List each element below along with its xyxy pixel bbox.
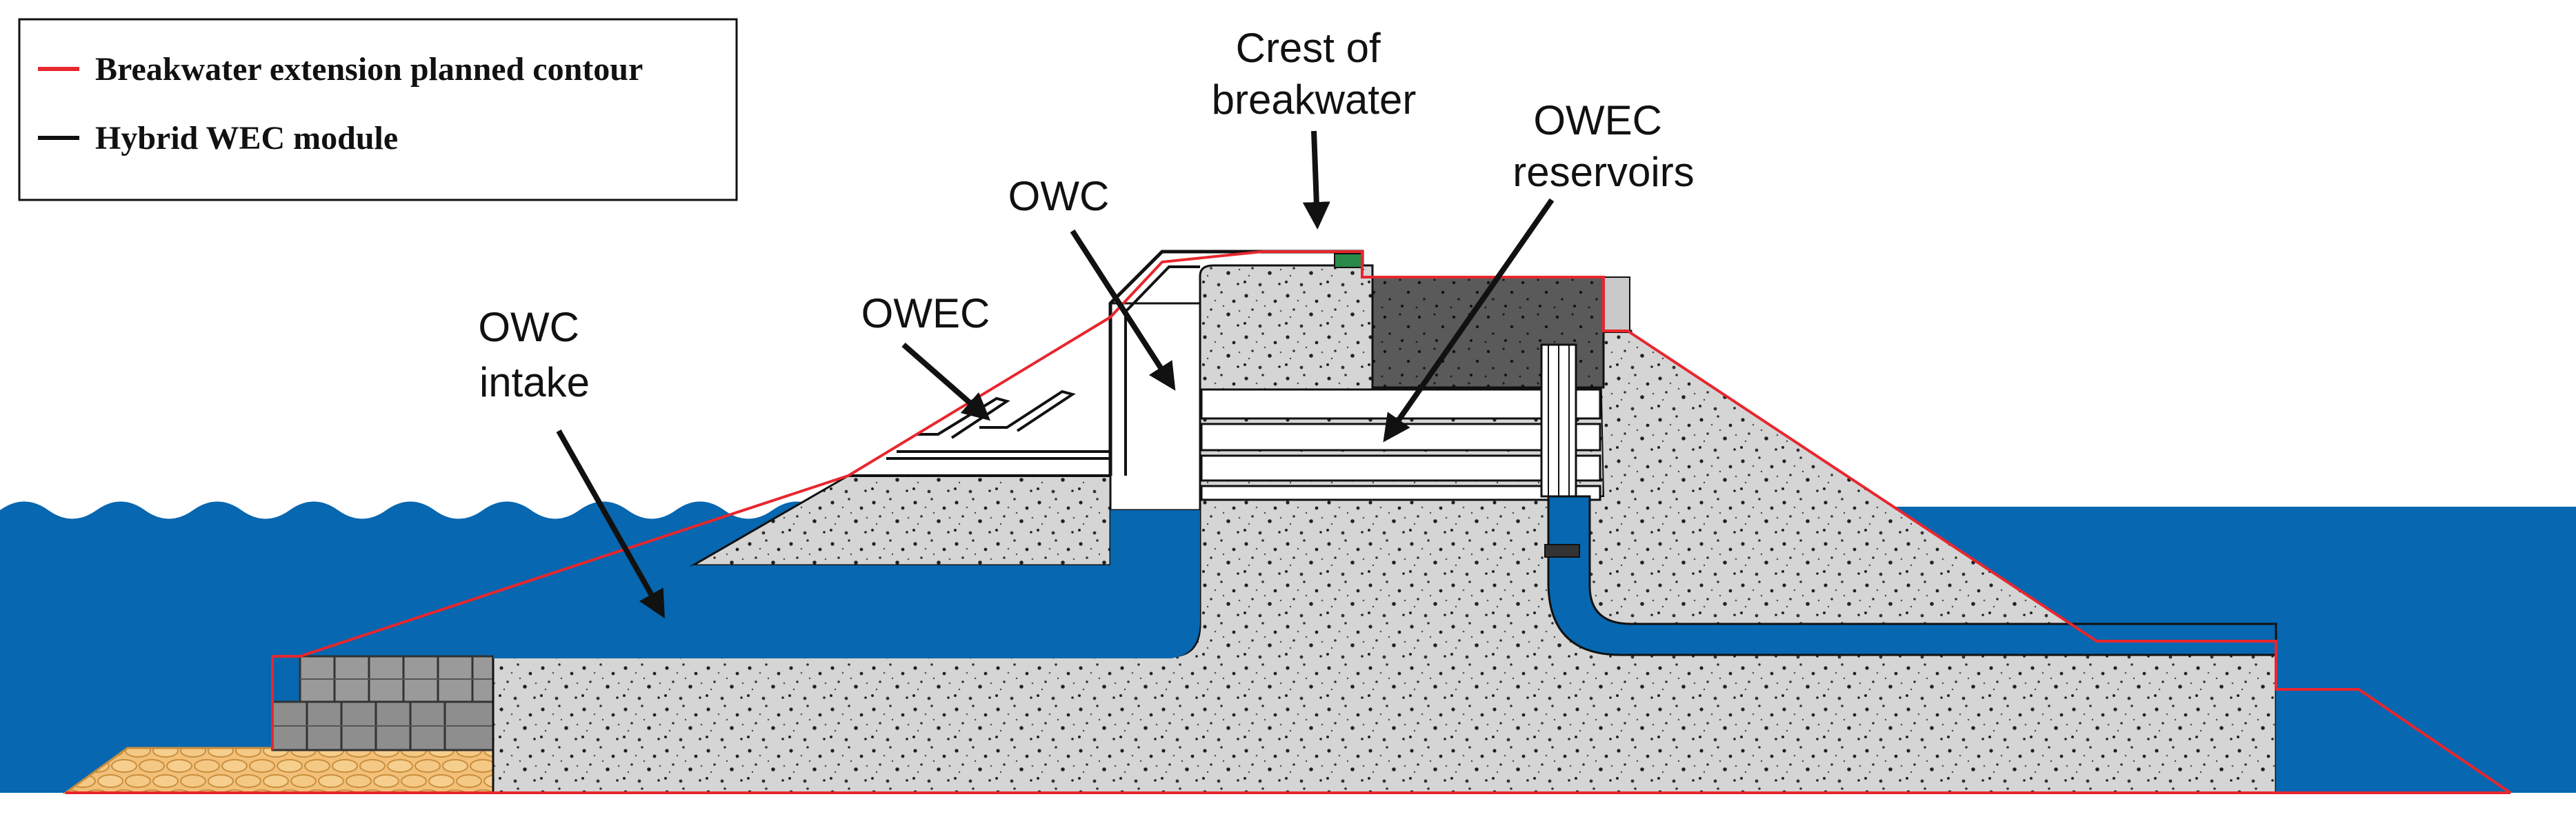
label-owec-reservoirs: OWEC reservoirs: [1512, 97, 1694, 195]
crest-inner: [1124, 265, 1200, 476]
label-owec-reservoirs-line1: OWEC: [1533, 97, 1662, 143]
label-owc: OWC: [1008, 173, 1110, 219]
armour-blocks: [271, 655, 495, 751]
label-crest: Crest of breakwater: [1212, 25, 1417, 123]
owc-riser-water: [1110, 510, 1200, 658]
turbine: [1544, 544, 1580, 558]
owec-reservoirs: [1200, 343, 1601, 501]
label-owc-line1: OWC: [1008, 173, 1110, 219]
owc-chamber-water: [493, 510, 1190, 658]
owec-ramps: [848, 390, 1112, 477]
label-owc-intake-line2: intake: [479, 359, 590, 405]
harbour-water: [2276, 689, 2510, 793]
legend-box: [18, 18, 738, 201]
legend-label-module: Hybrid WEC module: [95, 120, 398, 156]
arrow-owec: [901, 342, 991, 421]
label-owc-intake-line1: OWC: [478, 304, 579, 350]
rear-outlet-water: [1547, 495, 2277, 656]
arrow-owc: [1070, 229, 1176, 391]
pointer-arrows: [556, 130, 1555, 618]
legend-label-contour: Breakwater extension planned contour: [95, 51, 643, 88]
label-owec: OWEC: [861, 290, 990, 336]
label-crest-line2: breakwater: [1212, 77, 1417, 123]
label-owec-reservoirs-line2: reservoirs: [1512, 149, 1694, 195]
arrow-crest: [1302, 130, 1330, 230]
arrow-owec-reservoirs: [1383, 198, 1555, 443]
label-crest-line1: Crest of: [1236, 25, 1381, 71]
label-owc-intake: OWC intake: [478, 304, 590, 405]
crest-vent: [1334, 253, 1363, 268]
owc-chamber-air: [1109, 302, 1201, 512]
arrow-owc-intake: [556, 429, 665, 618]
legend: Breakwater extension planned contour Hyb…: [18, 18, 738, 201]
label-owec-line1: OWEC: [861, 290, 990, 336]
upper-structure: [1603, 276, 1630, 333]
gravel-mound: [62, 747, 512, 794]
